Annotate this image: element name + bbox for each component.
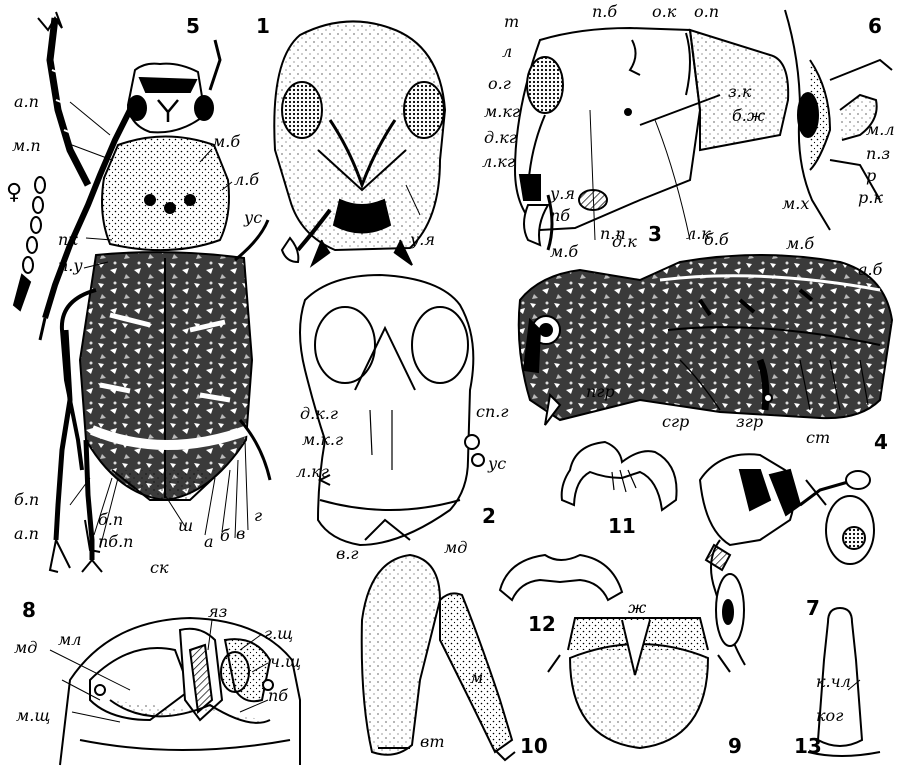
fig5-label-bp-left: б.п <box>14 492 39 508</box>
fig3-label-ok: о.к <box>652 4 676 20</box>
fig1-head-frontal <box>274 21 445 265</box>
fig4-label-mb-left: м.б <box>550 244 578 260</box>
fig-number-4: 4 <box>874 432 888 452</box>
fig13-label-kchl: к.чл <box>816 674 851 690</box>
fig6-label-pz: п.з <box>866 146 890 162</box>
fig9-label-zh: ж <box>628 600 646 616</box>
fig8-label-mshch: м.щ <box>16 708 50 724</box>
fig1-label-us: ус <box>244 210 262 226</box>
fig3-label-pb2: пб <box>550 208 570 224</box>
fig6-label-r: р <box>866 168 876 184</box>
fig4-label-sgr: сгр <box>662 414 689 430</box>
fig11-mandibles <box>562 442 677 510</box>
fig3-label-dkg: д.кг <box>484 130 517 146</box>
fig-number-7: 7 <box>806 598 820 618</box>
fig5-label-g: г <box>254 508 262 524</box>
fig-number-8: 8 <box>22 600 36 620</box>
fig8-label-gshch: г.щ <box>264 626 293 642</box>
fig3-label-uya: у.я <box>550 186 575 202</box>
fig9-section <box>548 618 730 748</box>
fig5-label-ap-upper: а.п <box>14 94 39 110</box>
fig6-label-ml: м.л <box>866 122 895 138</box>
fig5-label-pu: п.у <box>58 258 83 274</box>
fig8-label-chshch: ч.щ <box>270 654 301 670</box>
fig6-label-rk: р.к <box>858 190 883 206</box>
fig10-label-m: м <box>470 670 483 686</box>
fig-number-2: 2 <box>482 506 496 526</box>
fig3-label-og: о.г <box>488 76 511 92</box>
fig5-beetle <box>14 12 270 572</box>
fig6-label-mkh: м.х <box>782 196 809 212</box>
fig4-label-zgr: згр <box>736 414 763 430</box>
fig8-mouthparts <box>50 618 300 765</box>
fig-number-5: 5 <box>186 16 200 36</box>
fig2-label-spg: сп.г <box>476 404 508 420</box>
fig2-label-md: мд <box>444 540 467 556</box>
fig3-label-pb: п.б <box>592 4 617 20</box>
fig10-leg <box>362 555 515 760</box>
fig5-label-pbp: пб.п <box>98 534 133 550</box>
fig5-label-a: а <box>204 534 214 550</box>
fig5-label-ap-lower: а.п <box>14 526 39 542</box>
fig-number-11: 11 <box>608 516 636 536</box>
fig-number-3: 3 <box>648 224 662 244</box>
fig1-label-uya: у.я <box>410 232 435 248</box>
fig4-label-ab: а.б <box>858 262 882 278</box>
fig3-label-lkg: л.кг <box>482 154 515 170</box>
fig4-label-dk: д.к <box>612 234 637 250</box>
fig-number-6: 6 <box>868 16 882 36</box>
fig-number-9: 9 <box>728 736 742 756</box>
fig5-label-sk: ск <box>150 560 169 576</box>
fig3-label-zk: з.к <box>728 84 751 100</box>
fig8-label-ml: мл <box>58 632 81 648</box>
fig4-label-bb: б.б <box>704 232 729 248</box>
fig-number-10: 10 <box>520 736 548 756</box>
fig6-label-bzh: б.ж <box>732 108 765 124</box>
fig-number-1: 1 <box>256 16 270 36</box>
fig2-label-us: ус <box>488 456 506 472</box>
fig12-mandibles <box>500 555 622 600</box>
fig10-label-vt: вт <box>420 734 444 750</box>
fig4-lateral-beetle <box>519 255 892 425</box>
fig-number-12: 12 <box>528 614 556 634</box>
fig5-label-mb: м.б <box>212 134 240 150</box>
fig13-label-kog: ког <box>816 708 843 724</box>
fig3-label-t: т <box>504 14 519 30</box>
fig3-label-op: о.п <box>694 4 719 20</box>
fig3-label-l: л <box>502 44 512 60</box>
fig5-label-bp: б.п <box>98 512 123 528</box>
fig5-label-v: в <box>236 526 245 542</box>
fig3-label-mkg: м.кг <box>484 104 520 120</box>
fig2-label-lkg: л.кг <box>296 464 329 480</box>
fig5-label-pk: пк <box>58 232 78 248</box>
fig5-label-sh: ш <box>178 518 193 534</box>
fig2-label-dkg: д.к.г <box>300 406 338 422</box>
fig8-label-md: мд <box>14 640 37 656</box>
fig4-label-pgr: пгр <box>586 384 615 400</box>
fig2-label-vg: в.г <box>336 546 358 562</box>
fig2-label-mkg: м.к.г <box>302 432 343 448</box>
fig4-label-st: ст <box>806 430 830 446</box>
fig8-label-yaz: яз <box>208 604 227 620</box>
fig5-label-lb: л.б <box>234 172 259 188</box>
female-symbol: ♀ <box>6 182 22 204</box>
fig-number-13: 13 <box>794 736 822 756</box>
fig4-label-mb-right: м.б <box>786 236 814 252</box>
fig5-label-b: б <box>220 528 230 544</box>
fig8-label-pb: пб <box>268 688 288 704</box>
fig5-label-mp: м.п <box>12 138 41 154</box>
